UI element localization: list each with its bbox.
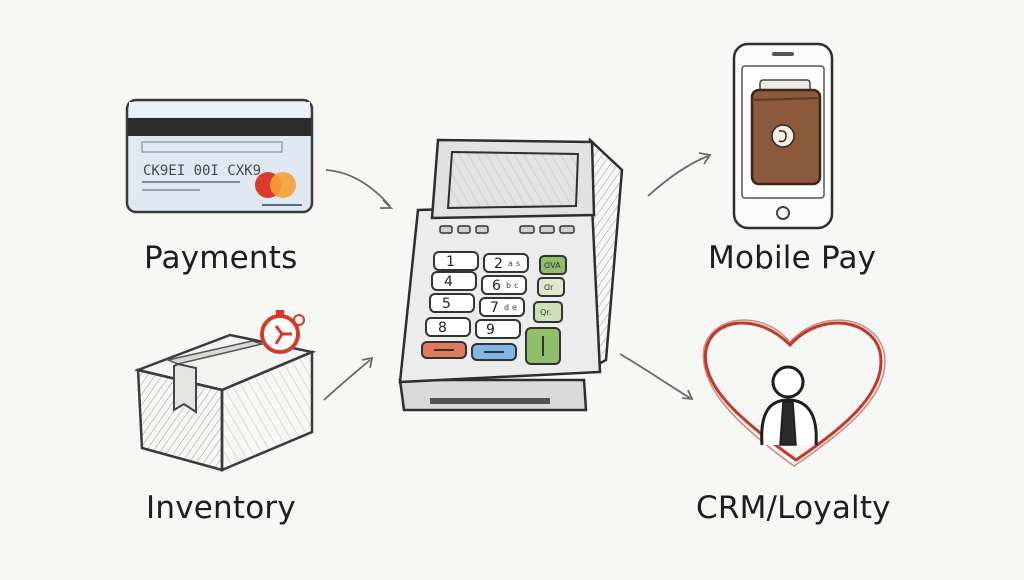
side-key-label-1: ᗡVA — [544, 261, 561, 270]
key-1 — [433, 251, 479, 271]
key-5 — [429, 293, 475, 313]
arrow-head-payments — [380, 199, 394, 209]
key-sub-b: b — [506, 281, 511, 290]
key-sub-s: s — [516, 259, 520, 268]
key-label-1: 1 — [446, 254, 455, 270]
key-8 — [425, 317, 471, 337]
side-key-label-2: ᗡr — [544, 283, 554, 292]
card-number: CK9EI 00I CXK9 — [143, 163, 261, 179]
key-6 — [481, 275, 527, 295]
wallet-icon — [750, 79, 822, 186]
inventory-label: Inventory — [146, 490, 296, 526]
arrow-payments — [325, 169, 391, 207]
side-key-label-3: Qr. — [540, 308, 551, 317]
side-key-1 — [539, 255, 567, 275]
arrow-head-mobile — [698, 152, 712, 165]
arrows — [323, 152, 712, 401]
stopwatch-badge-icon — [260, 310, 305, 354]
key-label-4: 4 — [444, 274, 453, 290]
mastercard-orange-circle — [270, 172, 296, 198]
key-label-8: 8 — [438, 320, 447, 336]
key-sub-c: c — [514, 281, 518, 290]
arrow-inventory — [323, 359, 371, 401]
box-icon — [133, 333, 317, 472]
key-label-9: 9 — [486, 322, 495, 338]
mobile-pay-label: Mobile Pay — [708, 240, 877, 276]
payments-label: Payments — [144, 240, 298, 276]
pos-terminal-icon — [398, 137, 624, 412]
terminal-screen — [446, 150, 580, 210]
side-key-2 — [537, 277, 565, 297]
person-icon — [760, 365, 818, 446]
key-label-6: 6 — [492, 278, 501, 294]
key-2 — [483, 253, 529, 273]
arrow-head-crm — [681, 389, 694, 401]
key-sub-e: e — [512, 303, 517, 312]
key-7 — [479, 297, 525, 317]
heart-icon — [702, 319, 886, 467]
key-label-2: 2 — [494, 256, 503, 272]
arrow-mobile — [647, 155, 709, 197]
key-label-7: 7 — [490, 300, 499, 316]
key-9 — [475, 319, 521, 339]
key-label-5: 5 — [442, 296, 451, 312]
crm-loyalty-label: CRM/Loyalty — [696, 490, 891, 526]
key-4 — [431, 271, 477, 291]
credit-card-icon — [125, 98, 314, 214]
magnetic-stripe — [128, 118, 311, 136]
arrow-crm — [619, 353, 691, 399]
key-sub-a: a — [508, 259, 513, 268]
key-sub-d: d — [504, 303, 509, 312]
arrow-head-inventory — [361, 356, 374, 369]
side-key-3 — [533, 301, 563, 323]
